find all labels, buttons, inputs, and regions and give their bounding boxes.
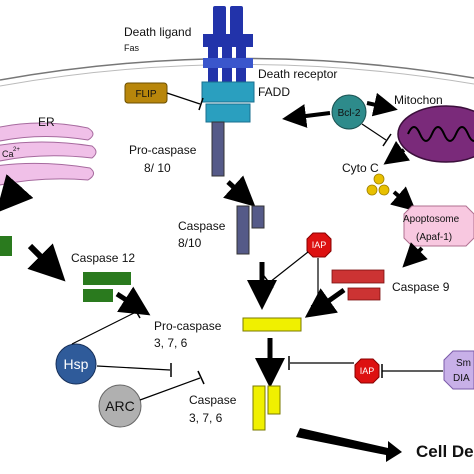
caspase-8-10-label-line2: 8/10 bbox=[178, 236, 202, 250]
procaspase-8-10-label-line2: 8/ 10 bbox=[144, 161, 171, 175]
caspase-8-10-node bbox=[236, 205, 265, 255]
cell-death-label: Cell De bbox=[416, 442, 474, 461]
procaspase-3-7-6-block bbox=[242, 317, 302, 332]
caspase9-to-procaspase-arrow bbox=[304, 287, 346, 318]
procaspase-3-7-6-label-line1: Pro-caspase bbox=[154, 319, 222, 333]
er-label: ER bbox=[38, 115, 55, 129]
cell-death-arrow bbox=[296, 428, 402, 462]
hsp-inhibition-c12-bar bbox=[132, 305, 141, 319]
death-receptor-label: Death receptor bbox=[258, 67, 337, 81]
mitochondria-organelle bbox=[397, 105, 474, 163]
caspase12-to-procaspase-arrow bbox=[115, 286, 151, 316]
death-receptor-complex bbox=[201, 6, 255, 123]
cytoc-to-apoptosome-arrow bbox=[390, 186, 417, 212]
er-organelle bbox=[0, 122, 97, 186]
mito-to-cytoc-arrow bbox=[383, 140, 410, 165]
iap-top-inhibition-c8-line bbox=[269, 251, 309, 283]
iap-top-label: IAP bbox=[312, 240, 327, 250]
bcl2-inhibition-line bbox=[361, 123, 387, 141]
procaspase-8-10-label-line1: Pro-caspase bbox=[129, 143, 197, 157]
arc-label: ARC bbox=[105, 398, 135, 414]
calcium-superscript: 2+ bbox=[13, 147, 20, 153]
flip-label: FLIP bbox=[135, 89, 156, 100]
bcl2-label: Bcl-2 bbox=[338, 108, 361, 119]
procaspase-to-caspase-8-10-arrow bbox=[223, 175, 256, 207]
iap-bottom-node bbox=[354, 358, 380, 384]
er-to-caspase12-arrow bbox=[27, 243, 66, 282]
arc-inhibition-bar bbox=[197, 370, 205, 385]
iap-top-node bbox=[306, 232, 332, 258]
apoptosome-label-line1: Apoptosome bbox=[403, 214, 460, 225]
fas-label: Fas bbox=[124, 43, 140, 53]
mitochondria-label: Mitochon bbox=[394, 93, 443, 107]
er-arrow bbox=[0, 174, 34, 213]
hsp-node bbox=[55, 343, 97, 385]
hsp-inhibition-c3-line bbox=[96, 365, 171, 371]
smac-label-line1: Sm bbox=[456, 358, 471, 369]
caspase-9-label: Caspase 9 bbox=[392, 280, 450, 294]
apoptosome-label-line2: (Apaf-1) bbox=[416, 232, 452, 243]
flip-inhibition-line bbox=[166, 92, 201, 105]
caspase-3-7-6-node bbox=[252, 385, 281, 431]
apoptosome-to-caspase9-arrow bbox=[402, 242, 428, 268]
smac-node bbox=[443, 350, 474, 390]
bcl2-inhibition-bar bbox=[382, 133, 392, 147]
apoptosome-node bbox=[403, 205, 474, 247]
caspase-9-node bbox=[331, 269, 385, 301]
bcl2-node bbox=[331, 94, 367, 130]
arc-inhibition-line bbox=[139, 377, 201, 401]
hsp-inhibition-c12-line bbox=[71, 311, 137, 345]
caspase-12-label: Caspase 12 bbox=[71, 251, 135, 265]
bcl2-to-mito-arrow bbox=[366, 92, 398, 117]
cyto-c-label: Cyto C bbox=[342, 161, 379, 175]
smac-label-line2: DIA bbox=[453, 373, 470, 384]
er-caspase-box bbox=[0, 236, 12, 256]
caspase-3-7-6-label-line2: 3, 7, 6 bbox=[189, 411, 223, 425]
death-ligand-label: Death ligand bbox=[124, 25, 191, 39]
iap-top-inhibition-c8-bar bbox=[263, 275, 274, 289]
procaspase-8-10-block bbox=[211, 121, 225, 177]
caspase-12-node bbox=[83, 272, 131, 302]
fadd-label: FADD bbox=[258, 85, 290, 99]
flip-inhibition-bar bbox=[198, 97, 204, 111]
caspase-8-10-label-line1: Caspase bbox=[178, 219, 226, 233]
calcium-label: Ca bbox=[2, 149, 14, 159]
hsp-label: Hsp bbox=[64, 356, 89, 372]
procaspase-3-7-6-label-line2: 3, 7, 6 bbox=[154, 336, 188, 350]
cyto-c-molecules bbox=[366, 173, 390, 196]
caspase-3-7-6-label-line1: Caspase bbox=[189, 393, 237, 407]
iap-bottom-label: IAP bbox=[360, 366, 375, 376]
bcl2-to-receptor-arrow bbox=[282, 104, 331, 128]
arc-node bbox=[98, 384, 142, 428]
